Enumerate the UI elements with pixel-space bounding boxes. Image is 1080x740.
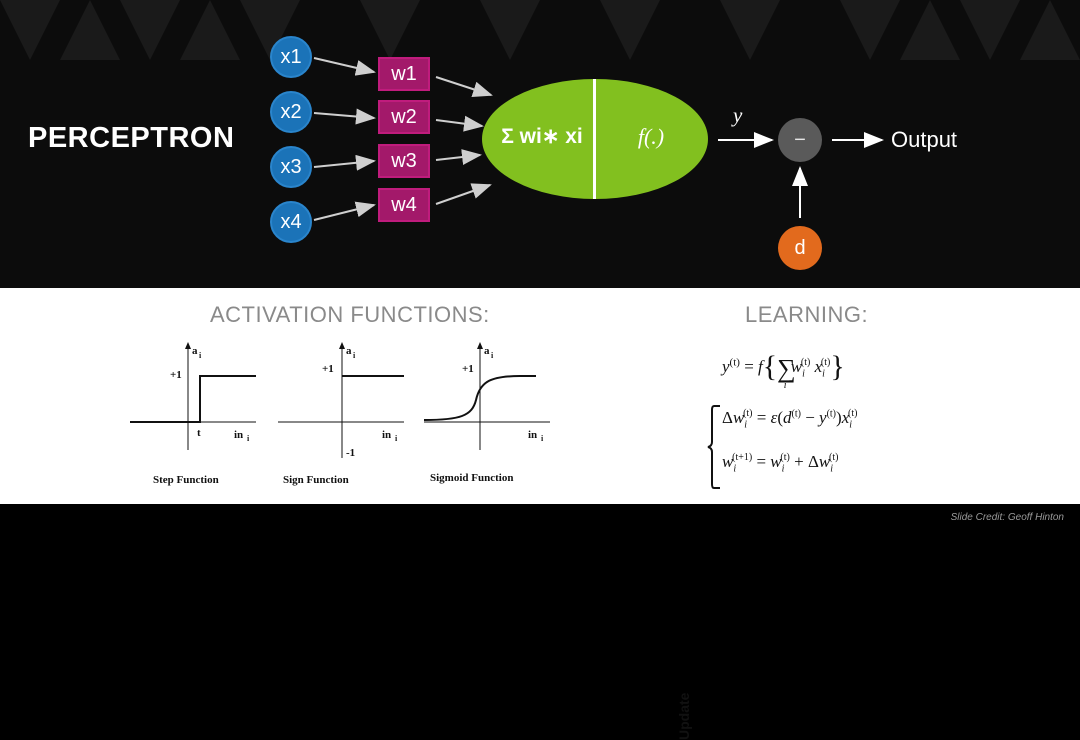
input-node-x4: x4 — [270, 201, 312, 243]
step-function-caption: Step Function — [153, 474, 219, 486]
sigmoid-axis-y-label: a — [484, 345, 490, 357]
summation-label: Σ wi∗ xi — [501, 125, 583, 148]
arrow-x3-w3 — [313, 154, 376, 171]
background-triangles — [0, 0, 1080, 60]
weight-box-w3: w3 — [378, 144, 430, 178]
step-plus-one: +1 — [170, 369, 182, 381]
output-symbol-y: y — [733, 103, 743, 127]
sign-axis-x-sub: i — [395, 434, 398, 443]
sign-axis-y-label: a — [346, 345, 352, 357]
compare-node: − — [778, 118, 822, 162]
update-brace — [707, 405, 720, 489]
activation-label: f(.) — [637, 124, 665, 149]
step-threshold: t — [197, 427, 201, 439]
sigmoid-plus-one: +1 — [462, 363, 474, 375]
step-axis-y-label: a — [192, 345, 198, 357]
step-axis-x-sub: i — [247, 434, 250, 443]
arrow-w3-neuron — [435, 149, 482, 165]
sign-y-arrow — [339, 342, 345, 349]
step-function-graph: a i +1 t in i — [130, 342, 256, 450]
arrow-w1-neuron — [435, 76, 493, 98]
diagram-background — [0, 0, 1080, 221]
update-label: Update — [676, 692, 692, 740]
neuron-divider — [593, 79, 596, 199]
sigmoid-function-graph: a i +1 in i — [423, 342, 550, 450]
sign-axis-x-label: in — [382, 429, 391, 441]
step-axis-y-sub: i — [199, 351, 202, 360]
sigmoid-y-arrow — [477, 342, 483, 349]
arrow-x4-w4 — [313, 201, 376, 221]
output-label: Output — [891, 127, 958, 152]
weight-box-w2: w2 — [378, 100, 430, 134]
sigmoid-curve — [423, 375, 536, 421]
activation-heading: ACTIVATION FUNCTIONS: — [210, 302, 490, 327]
delta-weight-equation: Δwi(t) = ε(d(t) − y(t))xi(t) — [722, 408, 858, 431]
weight-update-equation: wi(t+1) = wi(t) + Δwi(t) — [722, 452, 839, 475]
arrow-x1-w1 — [313, 57, 376, 76]
step-axis-x-label: in — [234, 429, 243, 441]
sign-function-caption: Sign Function — [283, 474, 349, 486]
page-title: PERCEPTRON — [28, 122, 235, 154]
perceptron-diagram: PERCEPTRON x1 x2 x3 x4 w1 w2 w3 w4 Σ wi∗… — [0, 0, 1080, 288]
sigmoid-function-caption: Sigmoid Function — [430, 472, 514, 484]
weight-box-w4: w4 — [378, 188, 430, 222]
learning-heading: LEARNING: — [745, 302, 869, 327]
bottom-panel: ACTIVATION FUNCTIONS: LEARNING: a i +1 t… — [0, 288, 1080, 740]
output-equation: y(t) = f{∑i wi(t) xi(t)} — [722, 350, 845, 391]
target-node-d: d — [778, 226, 822, 270]
sigmoid-axis-x-label: in — [528, 429, 537, 441]
footer-bar: Slide Credit: Geoff Hinton — [0, 504, 1080, 532]
slide-credit: Slide Credit: Geoff Hinton — [950, 512, 1064, 523]
sign-axis-y-sub: i — [353, 351, 356, 360]
arrow-w4-neuron — [435, 183, 492, 205]
input-node-x3: x3 — [270, 146, 312, 188]
sigmoid-axis-x-sub: i — [541, 434, 544, 443]
arrow-x2-w2 — [313, 108, 376, 125]
sign-plus-one: +1 — [322, 363, 334, 375]
sigmoid-axis-y-sub: i — [491, 351, 494, 360]
weight-box-w1: w1 — [378, 57, 430, 91]
input-node-x1: x1 — [270, 36, 312, 78]
arrow-w2-neuron — [435, 115, 484, 132]
step-curve — [130, 375, 256, 423]
step-y-arrow — [185, 342, 191, 349]
sign-minus-one: -1 — [346, 447, 355, 458]
input-node-x2: x2 — [270, 91, 312, 133]
sign-function-graph: a i +1 -1 in i — [278, 342, 404, 458]
